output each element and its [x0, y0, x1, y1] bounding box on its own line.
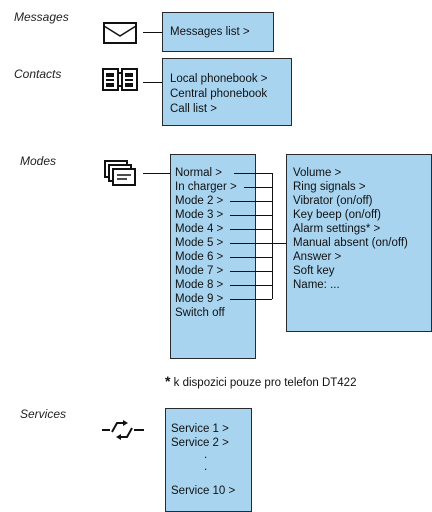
- setting-item: Answer >: [293, 251, 342, 263]
- mode-item: Normal >: [175, 167, 222, 179]
- contacts-item: Call list >: [170, 103, 217, 115]
- service-ellipsis-dot: .: [204, 449, 208, 461]
- modes-connector: [143, 173, 170, 174]
- mode-item: Mode 9 >: [175, 293, 224, 305]
- envelope-icon: [103, 22, 137, 44]
- contacts-box: Local phonebook > Central phonebook Call…: [162, 58, 292, 126]
- mode-item: Mode 2 >: [175, 195, 224, 207]
- messages-box: Messages list >: [162, 12, 274, 52]
- setting-item: Volume >: [293, 167, 342, 179]
- mode-connector: [234, 173, 272, 174]
- setting-item: Vibrator (on/off): [293, 195, 373, 207]
- contacts-item: Central phonebook: [170, 88, 268, 100]
- contacts-label: Contacts: [14, 67, 62, 81]
- mode-to-settings-connector: [272, 243, 286, 244]
- mode-item: Mode 6 >: [175, 251, 224, 263]
- services-box: Service 1 > Service 2 > . . Service 10 >: [165, 408, 252, 512]
- messages-connector: [143, 32, 162, 33]
- messages-label: Messages: [14, 10, 69, 24]
- setting-item: Soft key: [293, 265, 335, 277]
- footnote-text: k dispozici pouze pro telefon DT422: [170, 377, 357, 389]
- mode-item: Mode 7 >: [175, 265, 224, 277]
- setting-item: Manual absent (on/off): [293, 237, 408, 249]
- mode-connector: [230, 271, 272, 272]
- modes-label: Modes: [20, 154, 57, 168]
- mode-connector: [230, 229, 272, 230]
- contacts-item: Local phonebook >: [170, 73, 268, 85]
- mode-item: Mode 3 >: [175, 209, 224, 221]
- messages-list-item: Messages list >: [170, 26, 250, 38]
- setting-item: Key beep (on/off): [293, 209, 382, 221]
- services-label: Services: [20, 407, 67, 421]
- mode-connector: [230, 215, 272, 216]
- mode-item: Mode 4 >: [175, 223, 224, 235]
- contacts-connector: [143, 82, 162, 83]
- mode-connector: [230, 201, 272, 202]
- mode-item: Switch off: [175, 307, 225, 319]
- mode-connector: [230, 257, 272, 258]
- mode-item: Mode 5 >: [175, 237, 224, 249]
- modes-list-box: Normal > In charger > Mode 2 > Mode 3 > …: [170, 154, 256, 359]
- service-item: Service 1 >: [171, 423, 229, 435]
- setting-item: Alarm settings* >: [293, 223, 381, 235]
- service-item: Service 10 >: [171, 485, 236, 497]
- modes-cards-icon: [104, 160, 136, 186]
- mode-settings-box: Volume > Ring signals > Vibrator (on/off…: [286, 154, 432, 332]
- mode-item: In charger >: [175, 181, 237, 193]
- footnote: * k dispozici pouze pro telefon DT422: [165, 373, 356, 389]
- mode-item: Mode 8 >: [175, 279, 224, 291]
- mode-connector: [244, 187, 272, 188]
- services-arrows-icon: [102, 420, 144, 440]
- mode-connector-trunk: [272, 173, 273, 299]
- service-item: Service 2 >: [171, 437, 229, 449]
- footnote-star: *: [165, 373, 171, 389]
- phonebook-icon: [102, 68, 138, 91]
- setting-item: Name: ...: [293, 279, 340, 291]
- mode-connector: [230, 243, 272, 244]
- setting-item: Ring signals >: [293, 181, 366, 193]
- mode-connector: [230, 285, 272, 286]
- service-ellipsis-dot: .: [204, 461, 208, 473]
- mode-connector: [230, 299, 272, 300]
